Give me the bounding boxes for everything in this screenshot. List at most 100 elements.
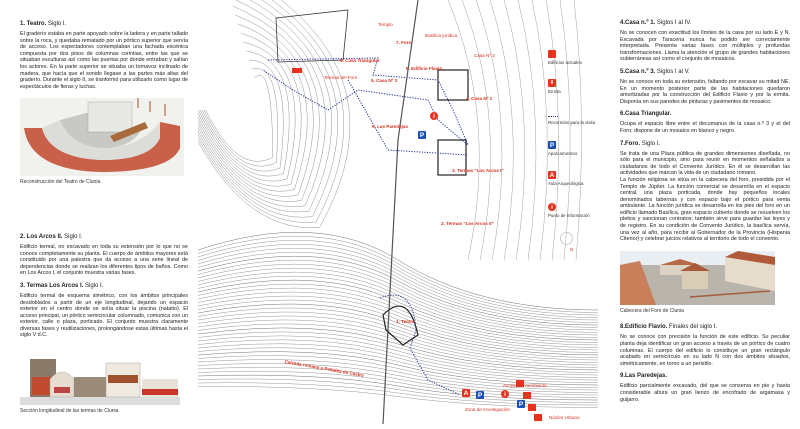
contour-line (185, 0, 338, 218)
section-casa1-text: No se conocen con exactitud los límites … (620, 30, 790, 63)
contour-line (203, 68, 278, 167)
classroom-icon[interactable]: A (462, 389, 470, 397)
contour-line (197, 386, 599, 408)
section-casa3-text: No se conoce en toda su extensión, falta… (620, 78, 790, 105)
road (382, 0, 419, 425)
baths-section-image (20, 349, 180, 406)
theatre-image-caption: Reconstrucción del Teatro de Clunia (20, 179, 101, 186)
contour-line (189, 0, 326, 207)
contour-line (197, 283, 599, 343)
parking-icon[interactable]: P (418, 131, 426, 139)
contour-line (197, 232, 599, 311)
contour-line (197, 291, 599, 348)
contour-line (197, 331, 599, 373)
map-label-arcos2: 2. Termas "Los Arcos II" (441, 221, 494, 226)
baths-outline (437, 139, 467, 176)
contour-line (573, 0, 582, 261)
contour-line (197, 327, 599, 371)
contour-line (197, 268, 599, 333)
map-label-paredejas: 9. Las Paredejas (372, 124, 409, 129)
theatre-reconstruction-image (20, 98, 184, 177)
legend-item-hermitage: ‖Ermita (548, 79, 561, 94)
info-point-icon[interactable]: i (501, 390, 509, 398)
baths-image-caption: Sección longitudinal de las termas de Cl… (20, 408, 119, 415)
info-point-icon[interactable]: i (430, 112, 438, 120)
section-flavio-text: No se conoce con precisión la función de… (620, 334, 790, 367)
north-arrow: N (560, 232, 573, 252)
right-column: 4.Casa n.º 1. Siglos I al IV. No se cono… (620, 14, 790, 403)
contour-line (201, 59, 284, 172)
hermitage-building (292, 68, 302, 73)
map-label-casa1: 4. Casa Nº 1 (466, 96, 493, 101)
map-label-casa-triangular: 6. Casa Triangular (340, 58, 380, 63)
contour-line (205, 75, 274, 162)
contour-line (197, 248, 599, 321)
map-label-edificio-flavio: 8. Edificio Flavio (406, 66, 443, 71)
section-teatro-title: 1. Teatro. Siglo I. (20, 21, 67, 27)
contour-line (197, 307, 599, 358)
contour-line (197, 272, 599, 336)
info-icon: i (548, 203, 556, 211)
section-arcos2-title: 2. Los Arcos II. Siglo I. (20, 233, 83, 240)
contour-line (197, 244, 599, 318)
map-label-teatro: 1. Teatro (396, 319, 415, 324)
forum-image (620, 250, 775, 305)
section-arcos2-text: Edificio termal, no excavado en toda su … (20, 243, 188, 277)
contour-line (183, 0, 344, 223)
contour-line (191, 5, 320, 202)
section-arcos1-title: 3. Termas Los Arcos I. Siglo I. (20, 282, 104, 289)
hermitage-icon: ‖ (548, 79, 556, 87)
contour-line (192, 14, 314, 197)
contour-line (197, 335, 599, 376)
contour-line (503, 0, 525, 261)
map-label-basilica: Basílica jurídica (425, 33, 458, 38)
contour-line (196, 32, 302, 187)
map-label-arcos1: 3. Termas "Los Arcos I" (452, 168, 504, 173)
contour-line (197, 303, 599, 356)
contour-line (531, 0, 548, 261)
section-foro-text-2: La función religiosa se sitúa en la cabe… (620, 176, 790, 243)
section-foro-title: 7.Foro. Siglo I. (620, 140, 661, 147)
contour-line (197, 315, 599, 363)
urban-building (534, 414, 542, 421)
contour-line (197, 240, 599, 316)
contour-line (197, 355, 599, 388)
contour-line (197, 276, 599, 338)
theatre-outline (382, 305, 419, 346)
contour-line (489, 0, 514, 261)
contour-line (197, 236, 599, 313)
contour-lines (182, 0, 599, 425)
section-casa1-title: 4.Casa n.º 1. Siglos I al IV. (620, 20, 692, 26)
contour-line (197, 287, 599, 346)
contour-line (517, 0, 537, 261)
contour-line (447, 0, 480, 261)
map-label-acceso: Acceso al Yacimiento (503, 383, 547, 388)
contour-line (461, 0, 491, 261)
left-column: 1. Teatro. Siglo I. El graderío estaba e… (20, 15, 188, 415)
contour-line (198, 41, 296, 182)
contour-line (194, 23, 308, 192)
building-square-icon (548, 50, 556, 58)
dotted-route-icon (548, 116, 558, 117)
contour-line (197, 363, 599, 393)
parking-icon[interactable]: P (476, 391, 484, 399)
contour-line (197, 299, 599, 353)
contour-line (197, 256, 599, 326)
parking-icon[interactable]: P (517, 400, 525, 408)
map-label-casa3: 5. Casa Nº 3 (371, 78, 398, 83)
section-foro-text: Se trata de una Plaza pública de grandes… (620, 150, 790, 177)
contour-line (197, 252, 599, 323)
map-label-nucleo: Núcleo Urbano (549, 415, 580, 420)
section-teatro-text: El graderío estaba en parte apoyado sobr… (20, 31, 188, 90)
section-casa3-title: 5.Casa n.º 3. Siglos I al V. (620, 68, 690, 75)
parking-icon: P (548, 141, 556, 149)
contour-line (197, 382, 599, 406)
section-casa-triangular-text: Ocupa el espacio libre entre el decumanu… (620, 121, 790, 134)
section-flavio-title: 8.Edificio Flavio. Finales del siglo I. (620, 324, 718, 331)
contour-line (197, 295, 599, 351)
contour-line (182, 0, 350, 228)
contour-line (545, 0, 559, 261)
contour-line (197, 343, 599, 381)
map-label-casa2: Casa Nº 2 (474, 53, 495, 58)
